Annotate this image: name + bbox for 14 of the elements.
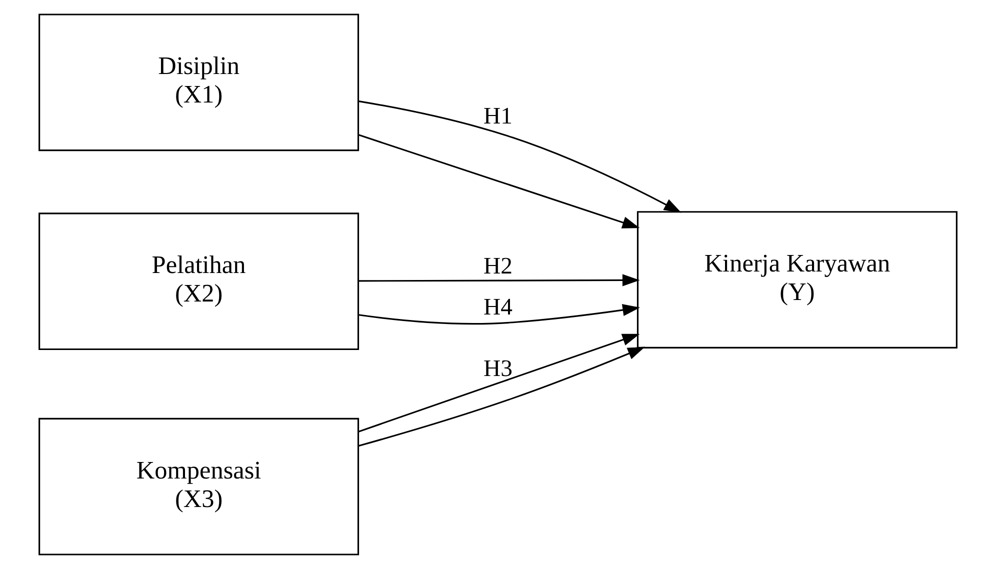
node-box: Disiplin (X1) xyxy=(38,14,360,152)
arrow xyxy=(358,334,640,432)
node-box: Pelatihan (X2) xyxy=(38,212,360,350)
node-box: Kompensasi (X3) xyxy=(38,418,360,556)
arrow xyxy=(358,274,640,286)
arrow xyxy=(358,134,640,228)
node-box: Kinerja Karyawan (Y) xyxy=(636,211,958,348)
arrow xyxy=(358,304,640,325)
arrow xyxy=(358,346,646,447)
arrow xyxy=(358,100,682,213)
edge-label: H1 xyxy=(484,103,512,130)
edge-label: H4 xyxy=(484,294,512,320)
edge-label: H3 xyxy=(484,356,512,382)
edge-label: H2 xyxy=(484,253,512,280)
